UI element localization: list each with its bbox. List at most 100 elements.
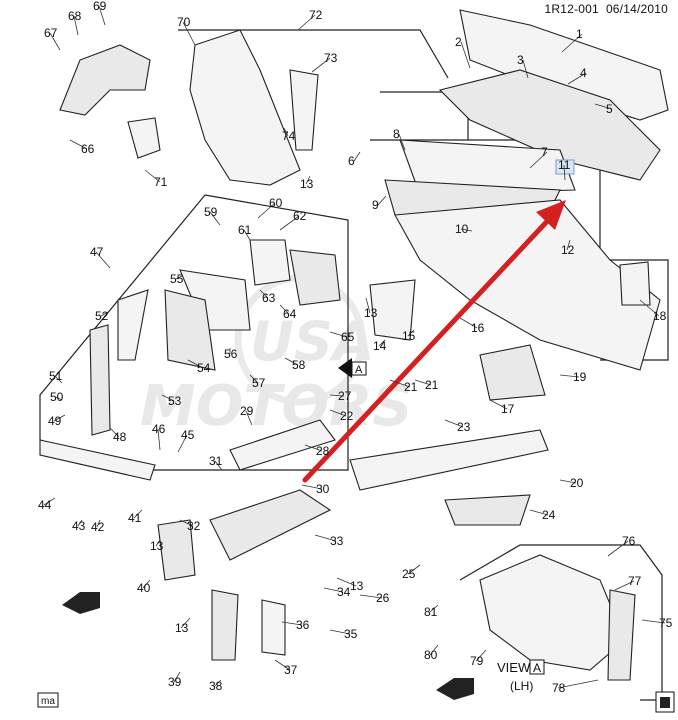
- callout-leader: [311, 57, 331, 73]
- callout-leader: [109, 427, 120, 438]
- part-rocker-20: [349, 429, 549, 491]
- callout-66: 66: [81, 142, 95, 156]
- callout-leader: [489, 399, 508, 410]
- callout-leader: [389, 379, 411, 388]
- callout-17: 17: [501, 402, 515, 416]
- callout-31: 31: [209, 454, 223, 468]
- callout-40: 40: [137, 581, 151, 595]
- callout-leader: [98, 5, 106, 26]
- callout-leader: [378, 339, 386, 347]
- callout-60: 60: [269, 196, 283, 210]
- callout-leader: [100, 311, 109, 317]
- callout-leader: [175, 275, 183, 280]
- callout-leader: [475, 649, 487, 662]
- callout-leader: [557, 679, 599, 689]
- callout-13: 13: [364, 306, 378, 320]
- callout-leader: [429, 604, 439, 613]
- callout-leader: [529, 151, 548, 169]
- callout-leader: [96, 519, 101, 528]
- part-pillar-38: [211, 589, 239, 661]
- callout-leader: [155, 539, 161, 547]
- callout-46: 46: [152, 422, 166, 436]
- part-crossbar-42: [39, 439, 156, 481]
- callout-leader: [142, 579, 151, 589]
- callout-64: 64: [283, 307, 297, 321]
- callout-leader: [77, 519, 83, 527]
- callout-leader: [594, 103, 613, 110]
- callout-6: 6: [348, 154, 355, 168]
- callout-leader: [284, 357, 299, 366]
- part-reinforcement-48: [89, 324, 111, 436]
- callout-59: 59: [204, 205, 218, 219]
- callout-39: 39: [168, 675, 182, 689]
- callout-leader: [329, 629, 351, 635]
- callout-leader: [559, 479, 577, 484]
- part-panel-14: [369, 279, 416, 341]
- part-wheelhouse-inner: [189, 29, 301, 186]
- doc-date: 06/14/2010: [605, 2, 668, 16]
- callout-19: 19: [573, 370, 587, 384]
- group-frame-top-right: [178, 29, 449, 79]
- part-bracket-73: [289, 69, 319, 151]
- callout-18: 18: [653, 309, 667, 323]
- callout-leader: [329, 394, 345, 397]
- callout-leader: [377, 195, 387, 206]
- view-a-marker: A: [338, 358, 367, 378]
- callout-8: 8: [393, 127, 400, 141]
- callout-leader: [460, 41, 471, 69]
- callout-13: 13: [175, 621, 189, 635]
- callout-73: 73: [324, 51, 338, 65]
- callout-leader: [161, 394, 175, 402]
- callout-14: 14: [373, 339, 387, 353]
- part-cowl-panel: [459, 9, 669, 121]
- callout-leader: [297, 14, 316, 31]
- callout-leader: [283, 127, 289, 137]
- header-doc-info: 1R12-001 06/14/2010: [545, 2, 668, 16]
- callout-63: 63: [262, 291, 276, 305]
- callout-9: 9: [372, 198, 379, 212]
- callout-53: 53: [168, 394, 182, 408]
- part-bracket-18: [619, 261, 651, 306]
- callout-leader: [259, 289, 269, 299]
- callout-27: 27: [338, 389, 352, 403]
- footer-code-box: [37, 692, 59, 708]
- callout-51: 51: [49, 369, 63, 383]
- callout-70: 70: [177, 15, 191, 29]
- callout-leader: [187, 359, 204, 369]
- callout-leader: [559, 374, 580, 378]
- callout-leader: [566, 239, 571, 251]
- callout-13: 13: [300, 177, 314, 191]
- callout-21: 21: [425, 378, 439, 392]
- callout-42: 42: [91, 520, 105, 534]
- front-direction-arrow-left: [62, 592, 100, 614]
- part-housing-59: [249, 239, 291, 286]
- callout-leader: [53, 414, 66, 422]
- callout-leader: [529, 509, 549, 516]
- callout-leader: [353, 151, 361, 162]
- callout-leader: [54, 375, 63, 384]
- callout-leader: [614, 580, 635, 591]
- part-panel-40: [157, 519, 196, 581]
- callout-leader: [329, 331, 348, 338]
- callout-leader: [460, 228, 473, 232]
- part-plenum: [438, 69, 661, 181]
- callout-81: 81: [424, 605, 438, 619]
- callout-leader: [274, 659, 291, 671]
- part-rail-33: [209, 489, 332, 561]
- callout-leader: [257, 202, 276, 219]
- part-dash-panel: [394, 199, 661, 371]
- callout-leader: [209, 211, 221, 226]
- callout-61: 61: [238, 223, 252, 237]
- callout-leader: [429, 644, 439, 656]
- callout-2: 2: [455, 35, 462, 49]
- callout-55: 55: [170, 272, 184, 286]
- callout-56: 56: [224, 347, 238, 361]
- part-brace-52: [117, 289, 149, 361]
- part-dash-upper: [399, 139, 576, 196]
- front-direction-arrow-right: [436, 678, 474, 700]
- callout-labels: 1234567891011121313131313141516171819202…: [38, 0, 673, 695]
- callout-7: 7: [541, 145, 548, 159]
- view-label-side: (LH): [510, 679, 533, 693]
- callout-leader: [157, 428, 161, 451]
- callout-leader: [95, 251, 111, 269]
